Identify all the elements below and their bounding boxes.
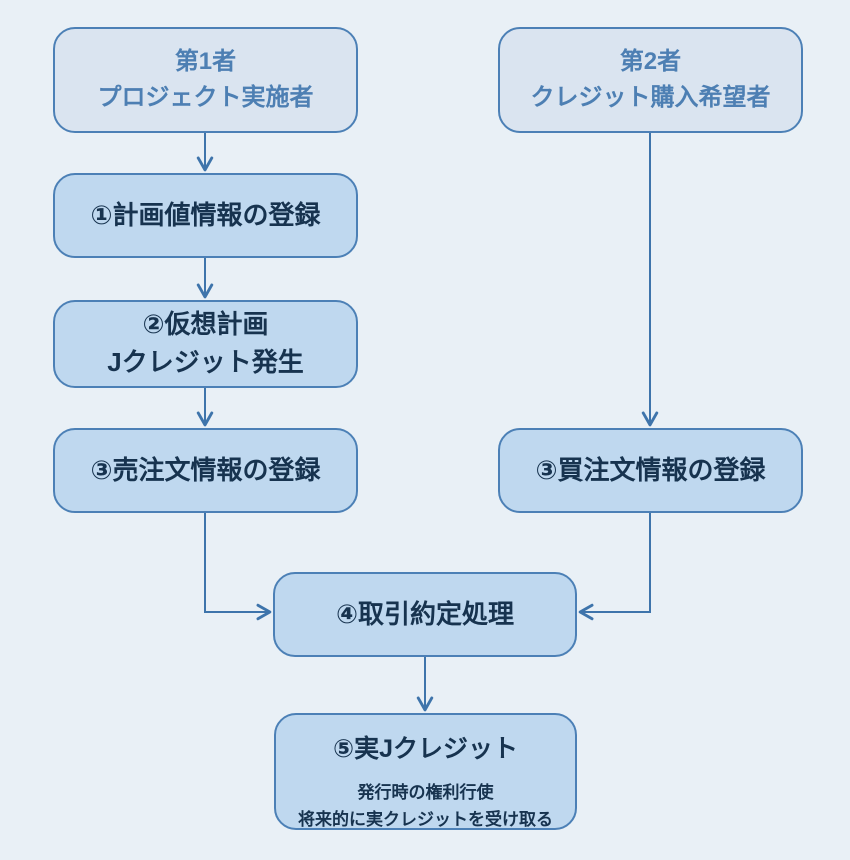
- step5-title: ⑤実Jクレジット: [332, 735, 519, 763]
- step5-notes: 発行時の権利行使 将来的に実クレジットを受け取る: [298, 780, 553, 833]
- arrow-step3-buy-to-step4: [578, 513, 651, 621]
- step1-label: ①計画値情報の登録: [90, 199, 321, 230]
- arrow-step3-sell-to-step4: [204, 513, 272, 621]
- step3-buy-label: ③買注文情報の登録: [535, 454, 766, 485]
- node-step3-sell-order-registration: ③売注文情報の登録: [53, 428, 358, 513]
- step2-line2: Jクレジット発生: [107, 347, 304, 377]
- actor2-line1: 第2者: [619, 48, 682, 75]
- step5-note1: 発行時の権利行使: [357, 783, 494, 803]
- node-step3-buy-order-registration: ③買注文情報の登録: [498, 428, 803, 513]
- step5-note2: 将来的に実クレジットを受け取る: [298, 809, 553, 829]
- node-step5-real-j-credit: ⑤実Jクレジット 発行時の権利行使 将来的に実クレジットを受け取る: [274, 713, 577, 830]
- node-actor1-project-implementer: 第1者 プロジェクト実施者: [53, 27, 358, 133]
- step4-label: ④取引約定処理: [335, 598, 514, 629]
- node-step1-plan-registration: ①計画値情報の登録: [53, 173, 358, 258]
- node-step2-virtual-plan-credit: ②仮想計画 Jクレジット発生: [53, 300, 358, 388]
- actor2-line2: クレジット購入希望者: [530, 84, 771, 111]
- node-actor2-credit-buyer: 第2者 クレジット購入希望者: [498, 27, 803, 133]
- actor1-line2: プロジェクト実施者: [97, 84, 314, 111]
- step3-sell-label: ③売注文情報の登録: [90, 454, 321, 485]
- step2-line1: ②仮想計画: [142, 309, 269, 340]
- actor1-line1: 第1者: [174, 48, 237, 75]
- node-step4-trade-execution: ④取引約定処理: [273, 572, 577, 657]
